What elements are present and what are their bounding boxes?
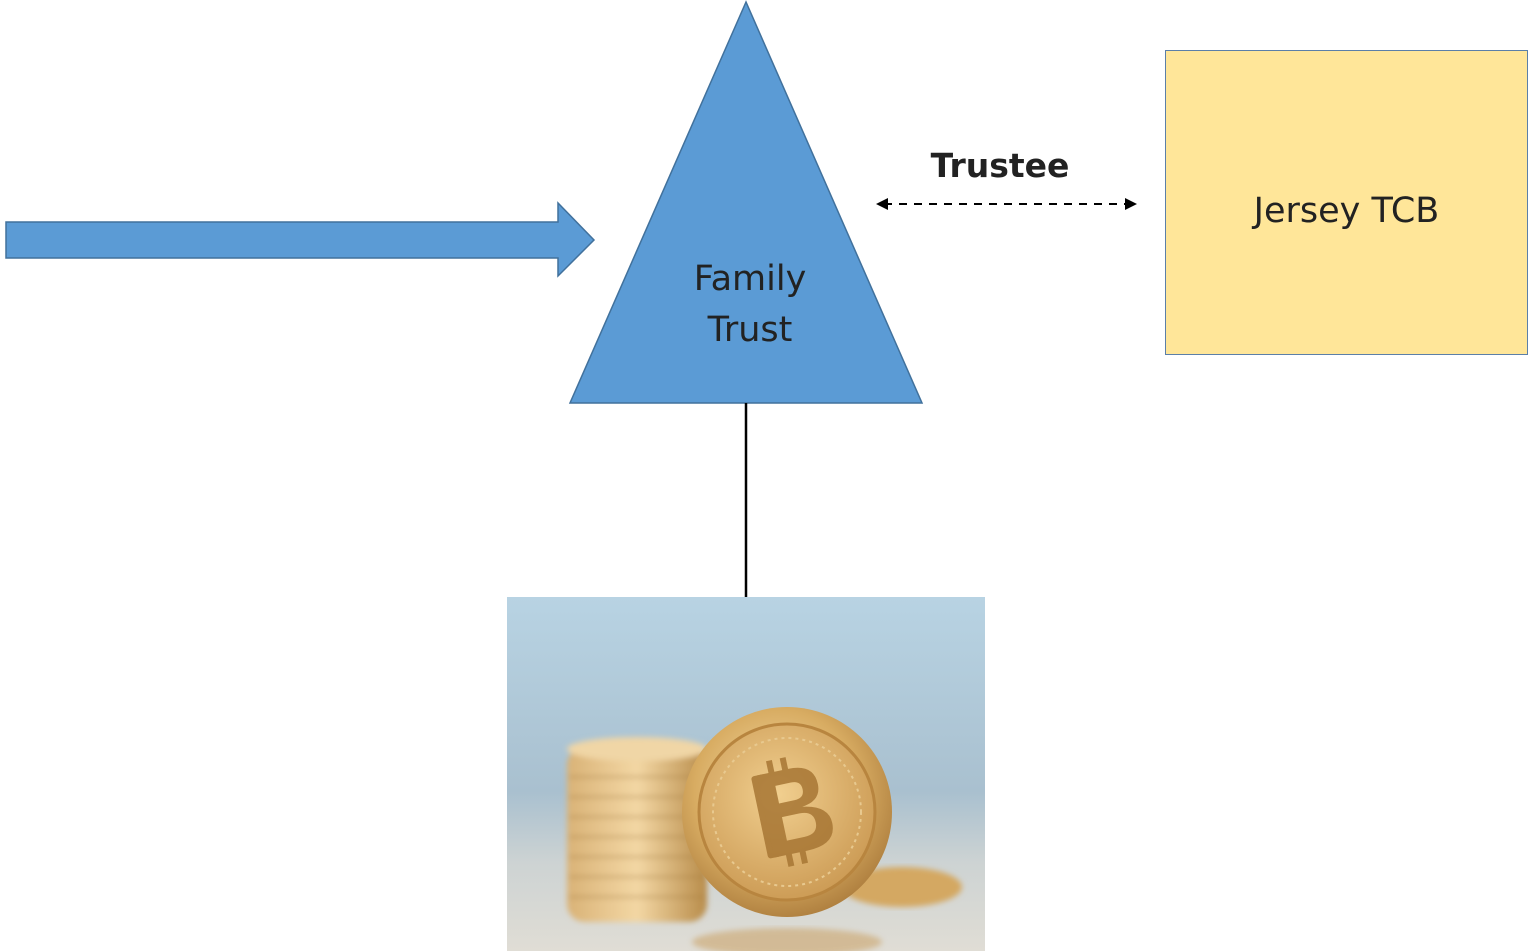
incoming-arrow	[5, 201, 596, 278]
family-trust-label-line1: Family	[693, 259, 807, 299]
bitcoin-coins-photo	[507, 597, 985, 951]
trustee-arrowhead-right	[1125, 198, 1137, 210]
trustee-arrowhead-left	[876, 198, 888, 210]
trustee-relationship-label: Trustee	[930, 146, 1070, 185]
bitcoin-coins-icon	[507, 597, 985, 951]
family-trust-label: Family Trust	[650, 254, 850, 356]
jersey-tcb-box: Jersey TCB	[1165, 50, 1528, 355]
family-trust-label-line2: Trust	[707, 310, 793, 350]
jersey-tcb-label: Jersey TCB	[1253, 191, 1440, 231]
